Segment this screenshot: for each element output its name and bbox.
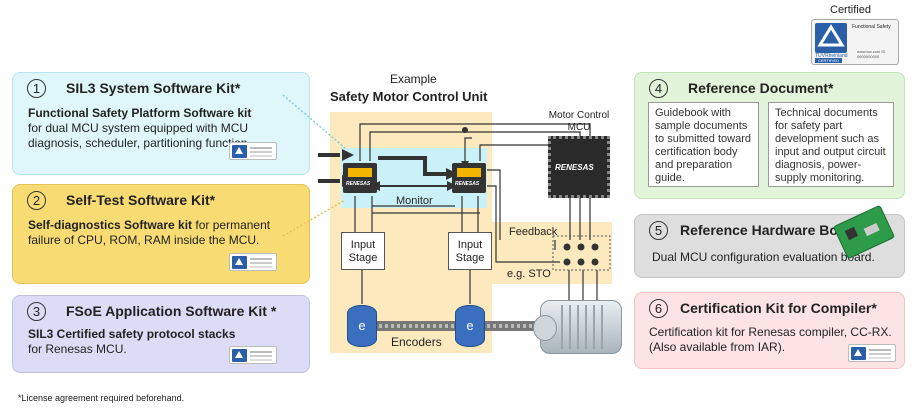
- kit-2-number: 2: [27, 191, 46, 210]
- ref-hw-title: Reference Hardware Board: [680, 221, 860, 238]
- motor-mcu-brand: RENESAS: [555, 163, 594, 172]
- tuv-logo-icon: [815, 23, 847, 53]
- kit-3-box: 3 FSoE Application Software Kit * SIL3 Ce…: [12, 295, 310, 373]
- tuv-badge-icon: [848, 344, 896, 362]
- encoder-2-icon: e: [455, 305, 485, 347]
- kit-1-title: SIL3 System Software Kit*: [66, 79, 241, 96]
- cert-kit-title: Certification Kit for Compiler*: [680, 299, 877, 316]
- ref-doc-number: 4: [649, 79, 668, 98]
- kit-3-text: for Renesas MCU.: [28, 342, 127, 356]
- center-title: Safety Motor Control Unit: [330, 89, 488, 104]
- kit-2-bold: Self-diagnostics Software kit: [28, 218, 193, 232]
- feedback-label: Feedback: [509, 226, 558, 238]
- center-example-label: Example: [390, 72, 437, 86]
- cert-kit-number: 6: [649, 299, 668, 318]
- tuv-badge-icon: [229, 253, 277, 271]
- triangle-icon: [817, 24, 845, 47]
- tuv-badge-icon: [229, 346, 277, 364]
- kit-2-box: 2 Self-Test Software Kit* Self-diagnostic…: [12, 184, 310, 284]
- sto-label: e.g. STO: [507, 268, 551, 280]
- kit-1-number: 1: [27, 79, 46, 98]
- certified-badge-brand: TÜVRheinland: [815, 53, 848, 59]
- kit-1-text: for dual MCU system equipped with MCU di…: [28, 121, 251, 150]
- kit-1-box: 1 SIL3 System Software Kit* Functional Sa…: [12, 72, 310, 175]
- feedback-panel: [492, 222, 612, 284]
- certified-badge-url: www.tuv.com ID 0600000000: [857, 49, 886, 59]
- cert-kit-text: Certification kit for Renesas compiler, …: [649, 325, 892, 354]
- certified-badge-mark: CERTIFIED: [815, 58, 843, 63]
- cert-kit-box: 6 Certification Kit for Compiler* Certifi…: [634, 292, 905, 369]
- ref-doc-title: Reference Document*: [688, 79, 834, 96]
- input-stage-2: Input Stage: [448, 232, 492, 270]
- kit-2-text: for permanent failure of CPU, ROM, RAM i…: [28, 218, 271, 247]
- safety-mcu-1-icon: RENESAS: [343, 163, 377, 193]
- monitor-label: Monitor: [396, 195, 433, 207]
- ref-hw-text: Dual MCU configuration evaluation board.: [652, 250, 875, 264]
- ref-hw-number: 5: [649, 221, 668, 240]
- certified-badge-text: Functional Safety: [852, 24, 891, 30]
- motor-icon: [533, 300, 622, 354]
- ref-doc-col-1: Guidebook with sample documents to submi…: [648, 102, 759, 187]
- kit-3-bold: SIL3 Certified safety protocol stacks: [28, 327, 236, 341]
- kit-3-title: FSoE Application Software Kit *: [66, 302, 277, 319]
- certified-label: Certified: [830, 4, 871, 16]
- encoders-label: Encoders: [391, 335, 442, 349]
- ref-doc-box: 4 Reference Document* Guidebook with samp…: [634, 72, 905, 199]
- motor-mcu-chip-icon: RENESAS: [548, 136, 610, 198]
- encoder-1-icon: e: [347, 305, 377, 347]
- safety-mcu-2-icon: RENESAS: [452, 163, 486, 193]
- kit-3-number: 3: [27, 302, 46, 321]
- certified-badge: Functional Safety TÜVRheinland CERTIFIED…: [811, 19, 899, 65]
- motor-mcu-label: Motor Control MCU: [548, 110, 610, 133]
- tuv-badge-icon: [229, 142, 277, 160]
- footnote: *License agreement required beforehand.: [18, 393, 185, 403]
- input-stage-1: Input Stage: [341, 232, 385, 270]
- ref-doc-col-2: Technical documents for safety part deve…: [768, 102, 894, 187]
- kit-1-bold: Functional Safety Platform Software kit: [28, 106, 252, 120]
- kit-2-title: Self-Test Software Kit*: [66, 191, 216, 208]
